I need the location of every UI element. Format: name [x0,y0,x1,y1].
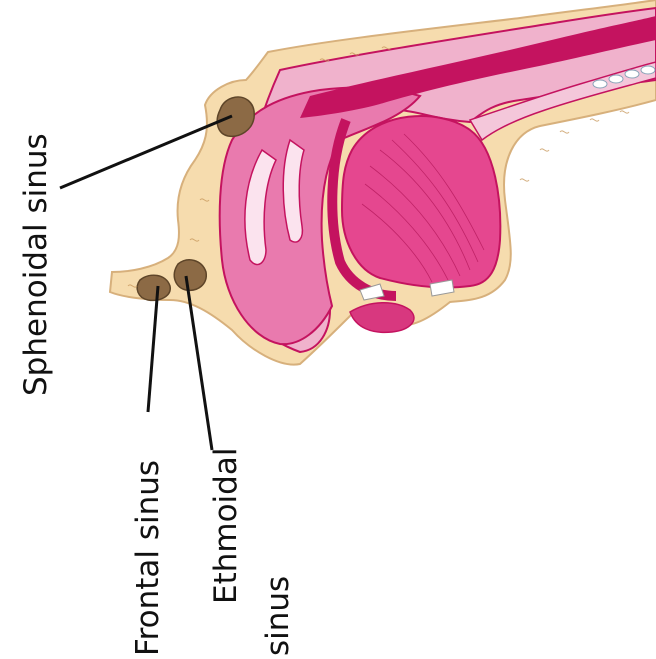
ethmoidal-sinus-label-line1: Ethmoidal [208,448,244,604]
sphenoidal-sinus-label: Sphenoidal sinus [18,133,54,396]
frontal-sinus-label: Frontal sinus [130,460,166,656]
ethmoidal-sinus-shape [174,260,206,290]
frontal-pointer-line [148,286,158,412]
lower-lip [350,303,414,333]
ethmoidal-sinus-label-line2: sinus [260,576,296,656]
tongue [342,116,500,288]
frontal-sinus-shape [137,275,170,300]
